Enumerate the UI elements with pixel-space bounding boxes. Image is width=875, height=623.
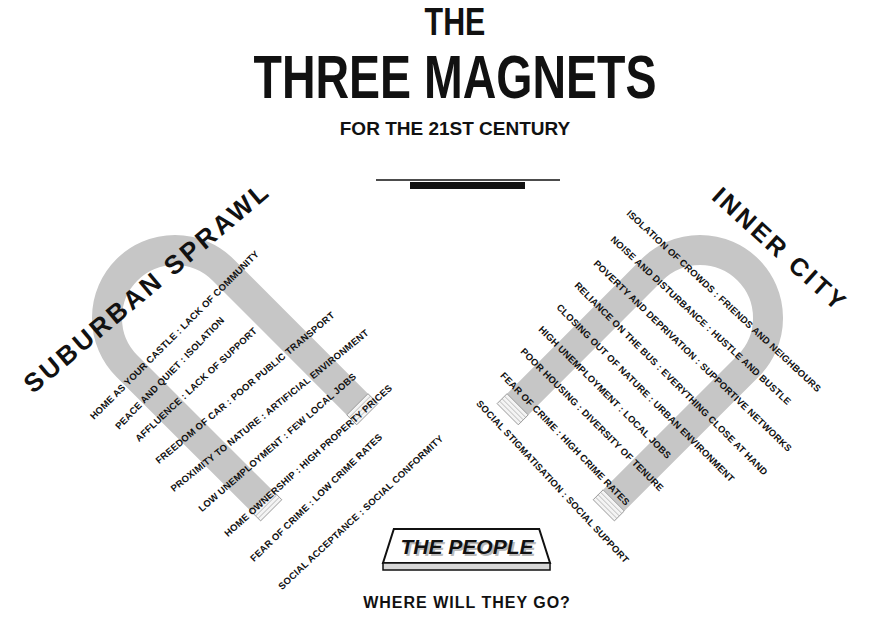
diagram-title: THE THREE MAGNETS (155, 0, 755, 110)
people-box: THE PEOPLEWHERE WILL THEY GO? (380, 526, 553, 572)
title-words: THREE MAGNETS (230, 44, 680, 110)
people-label: THE PEOPLE (380, 534, 553, 560)
title-word: THE (215, 0, 695, 44)
magnet-shape (518, 250, 768, 500)
rule-bar (410, 182, 525, 189)
pole-hatch (596, 497, 617, 518)
pedestal-base (383, 563, 550, 570)
rule-line (376, 179, 560, 181)
subtitle: FOR THE 21ST CENTURY (340, 118, 571, 140)
question-caption: WHERE WILL THEY GO? (332, 594, 602, 612)
